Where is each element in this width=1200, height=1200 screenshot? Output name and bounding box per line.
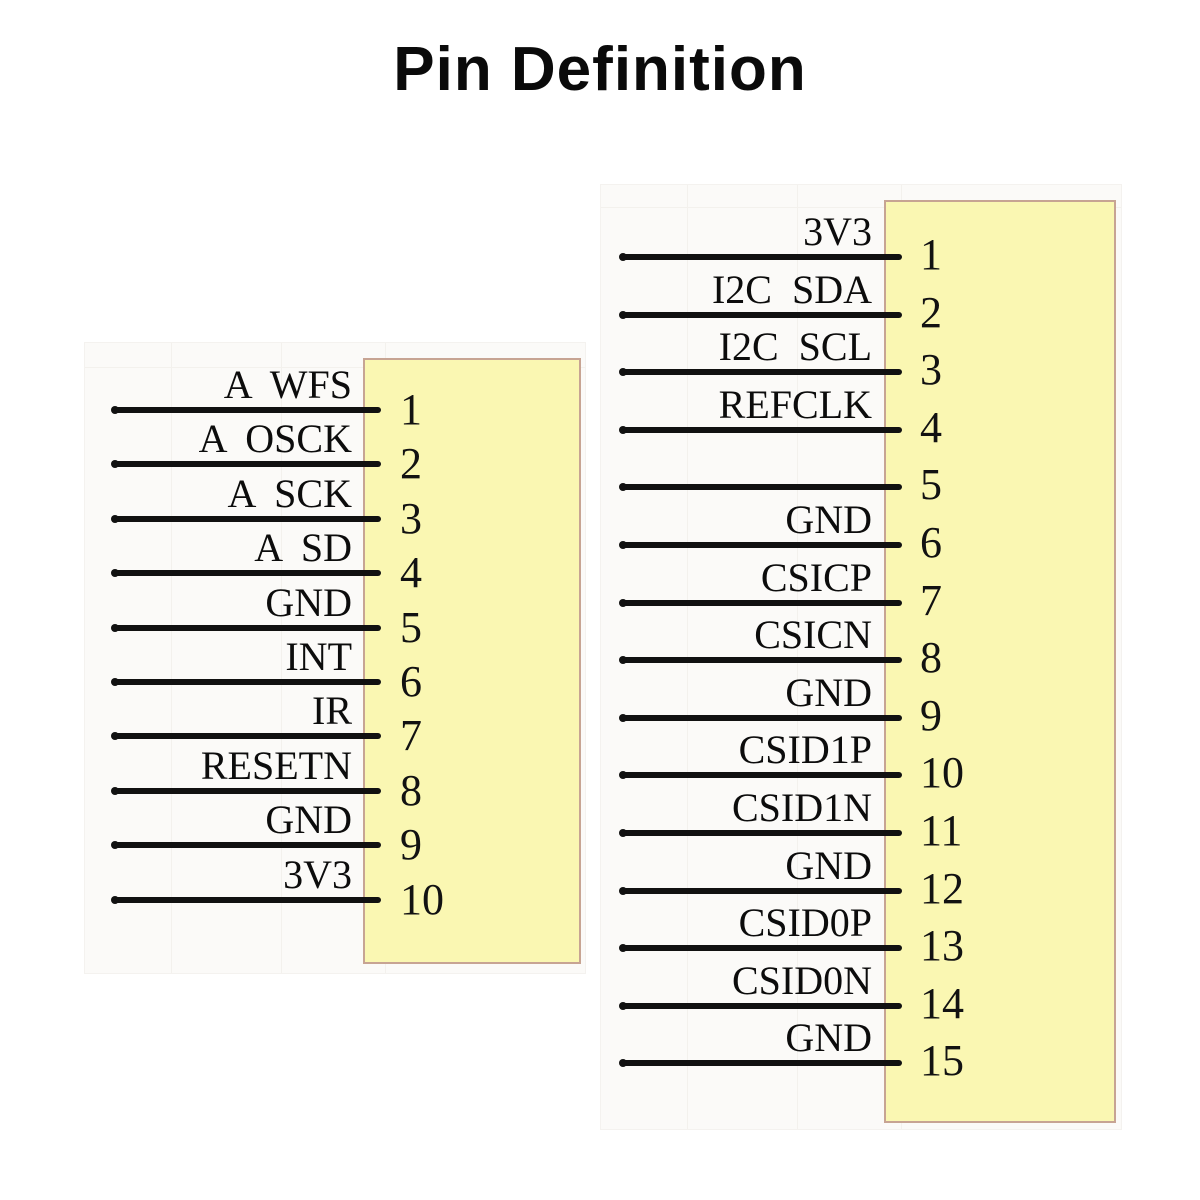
pin-lead-line (619, 1001, 902, 1010)
pin-lead-line (619, 886, 902, 895)
pin-number: 4 (920, 402, 942, 452)
pin-number: 10 (400, 874, 444, 924)
pin-signal-label: A SD (254, 525, 352, 571)
pin-number: 6 (920, 518, 942, 567)
pin-lead-line (111, 786, 381, 795)
pin-number: 9 (400, 820, 422, 870)
pin-lead-line (111, 514, 381, 523)
pin-lead-line (111, 623, 381, 632)
pin-lead-line (619, 253, 902, 261)
pin-lead-line (619, 368, 902, 377)
pin-signal-label: CSICN (754, 612, 872, 658)
pin-number: 8 (920, 633, 942, 683)
pin-lead-line (619, 425, 902, 434)
pin-number: 7 (400, 711, 422, 761)
pin-number: 7 (920, 575, 942, 625)
pin-number: 2 (920, 287, 942, 337)
pin-number: 10 (920, 748, 964, 798)
pin-number: 11 (920, 806, 963, 855)
pin-lead-line (111, 460, 381, 469)
pin-lead-line (111, 569, 381, 578)
pin-lead-line (111, 678, 381, 686)
pin-signal-label: REFCLK (718, 381, 872, 427)
pin-number: 9 (920, 690, 942, 740)
pin-lead-line (619, 713, 902, 722)
pin-signal-label: CSID0N (731, 957, 872, 1003)
pin-signal-label: 3V3 (283, 851, 352, 897)
right-connector-body (884, 200, 1116, 1123)
pin-lead-line (619, 310, 902, 319)
pin-signal-label: CSICP (760, 554, 872, 600)
pin-number: 12 (920, 863, 964, 913)
pin-number: 14 (920, 978, 964, 1028)
pin-signal-label: A SCK (227, 470, 353, 516)
pin-lead-line (111, 406, 381, 414)
pin-signal-label: A OSCK (198, 416, 352, 462)
pin-lead-line (619, 771, 902, 780)
pin-signal-label: CSID1N (731, 785, 872, 830)
pin-lead-line (111, 895, 381, 904)
pin-signal-label: RESETN (200, 742, 352, 788)
pin-number: 1 (920, 230, 942, 279)
pin-number: 3 (920, 345, 942, 395)
pin-lead-line (619, 541, 902, 549)
pin-lead-line (619, 829, 902, 837)
pin-lead-line (619, 944, 902, 953)
pin-signal-label: A WFS (223, 362, 352, 407)
pin-number: 1 (400, 385, 422, 434)
pin-lead-line (619, 1059, 902, 1068)
pin-signal-label: IR (312, 688, 352, 734)
pin-number: 5 (920, 460, 942, 510)
pin-number: 5 (400, 602, 422, 652)
pin-signal-label: GND (265, 797, 352, 843)
pin-number: 3 (400, 493, 422, 543)
pin-lead-line (111, 732, 381, 741)
pin-signal-label: INT (285, 634, 352, 679)
pin-signal-label: GND (785, 1015, 872, 1061)
pin-lead-line (619, 656, 902, 665)
pin-number: 2 (400, 439, 422, 489)
pin-number: 13 (920, 921, 964, 971)
pin-signal-label: GND (785, 669, 872, 715)
pin-number: 15 (920, 1036, 964, 1086)
pin-number: 4 (400, 548, 422, 598)
pin-lead-line (111, 841, 381, 850)
pin-lead-line (619, 483, 902, 492)
pin-signal-label: CSID1P (738, 727, 872, 773)
pin-number: 6 (400, 657, 422, 706)
pin-signal-label: 3V3 (803, 209, 872, 254)
pin-signal-label: CSID0P (738, 900, 872, 946)
pin-signal-label: I2C SDA (711, 266, 872, 312)
pin-signal-label: GND (785, 842, 872, 888)
page-title: Pin Definition (393, 35, 807, 104)
pin-signal-label: I2C SCL (718, 324, 872, 370)
pin-lead-line (619, 598, 902, 607)
pin-signal-label: GND (785, 497, 872, 542)
pin-signal-label: GND (265, 579, 352, 625)
left-connector-body (363, 358, 581, 964)
pin-number: 8 (400, 765, 422, 815)
